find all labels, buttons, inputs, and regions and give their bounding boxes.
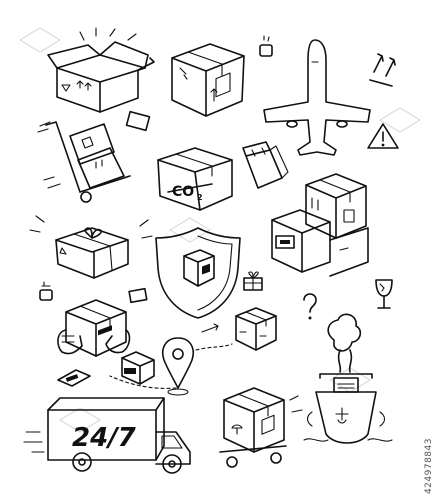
fragile-glass-icon xyxy=(375,279,393,309)
co2-box-icon: CO 2 xyxy=(157,147,233,211)
this-side-up-arrows-icon xyxy=(369,53,396,87)
small-cup-icon xyxy=(259,35,273,57)
shield-box-icon xyxy=(155,227,241,319)
co2-subscript: 2 xyxy=(197,193,203,202)
price-tag-icon xyxy=(57,369,91,387)
warning-triangle-icon xyxy=(367,123,399,149)
sealed-cardboard-box-icon xyxy=(171,43,245,117)
truck-24-7-label: 24/7 xyxy=(72,423,137,453)
delivery-truck-icon: 24/7 xyxy=(23,397,191,474)
box-with-clock-icon xyxy=(121,307,277,385)
small-gift-icon xyxy=(243,271,263,291)
watermark xyxy=(18,27,422,433)
hands-holding-box-icon xyxy=(57,299,131,357)
paper-bag-icon xyxy=(242,141,289,189)
co2-label: CO xyxy=(172,184,194,200)
box-on-cart-icon xyxy=(219,387,303,468)
stacked-boxes-icon xyxy=(271,173,369,277)
small-package-icon xyxy=(128,287,148,304)
cargo-ship-icon xyxy=(303,313,393,444)
location-pin-route-icon xyxy=(109,323,233,396)
stock-id-label: 424978843 xyxy=(424,437,434,494)
airplane-icon xyxy=(263,39,371,156)
small-jar-icon xyxy=(39,281,53,301)
open-cardboard-box-icon xyxy=(47,27,155,113)
wrapped-gift-box-icon xyxy=(29,215,153,279)
hand-truck-with-boxes-icon xyxy=(37,110,151,203)
question-mark-icon xyxy=(303,293,317,320)
